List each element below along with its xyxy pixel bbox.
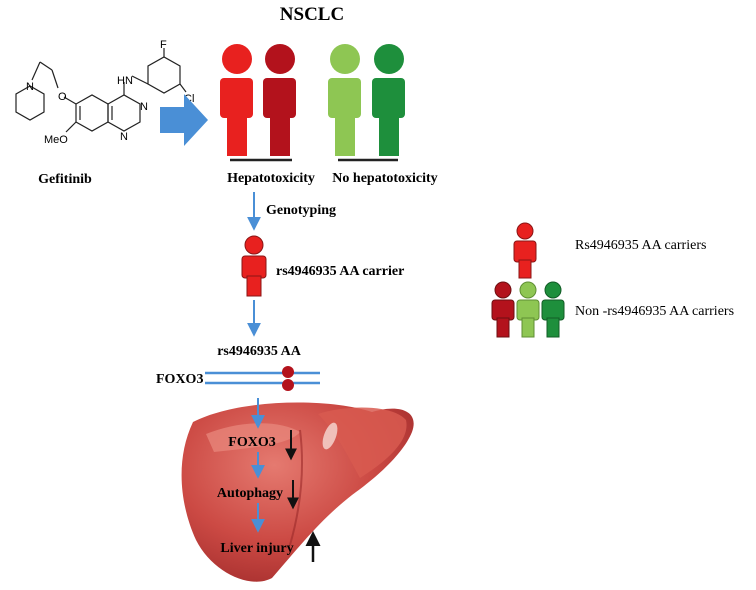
gene-label: FOXO3	[156, 372, 203, 387]
atom-hn: HN	[117, 75, 133, 87]
genotyping-label: Genotyping	[266, 203, 336, 218]
figure-title: NSCLC	[280, 4, 344, 25]
liver-injury-label: Liver injury	[220, 541, 293, 556]
legend-non-carriers-label: Non -rs4946935 AA carriers	[575, 304, 734, 319]
legend-carrier-icon	[513, 222, 537, 279]
hepatotoxicity-label: Hepatotoxicity	[227, 171, 315, 186]
carrier-label: rs4946935 AA carrier	[276, 264, 404, 279]
person-no-hepatotoxicity-2	[372, 44, 405, 156]
atom-o: O	[58, 91, 67, 103]
no-hepatotoxicity-label: No hepatotoxicity	[332, 171, 437, 186]
person-carrier	[241, 235, 267, 297]
atom-n-morpholine: N	[26, 81, 34, 93]
drug-label: Gefitinib	[38, 172, 92, 187]
atom-meo: MeO	[44, 134, 68, 146]
snp-allele-top	[282, 366, 294, 378]
autophagy-label: Autophagy	[217, 486, 283, 501]
gefitinib-atom-labels: HN F Cl O N MeO N N	[26, 39, 194, 146]
genotype-label: rs4946935 AA	[217, 344, 302, 359]
atom-n-ring-1: N	[140, 101, 148, 113]
atom-n-ring-2: N	[120, 131, 128, 143]
legend-non-carrier-icon-2	[516, 281, 540, 338]
liver-foxo3-label: FOXO3	[228, 435, 275, 450]
legend-non-carrier-icon-1	[491, 281, 515, 338]
atom-cl: Cl	[184, 93, 194, 105]
legend-non-carrier-icon-3	[541, 281, 565, 338]
person-no-hepatotoxicity-1	[328, 44, 361, 156]
snp-allele-bottom	[282, 379, 294, 391]
person-hepatotoxicity-2	[263, 44, 296, 156]
legend-carriers-label: Rs4946935 AA carriers	[575, 238, 706, 253]
atom-f: F	[160, 39, 167, 51]
person-hepatotoxicity-1	[220, 44, 253, 156]
liver-illustration	[181, 402, 414, 582]
big-arrow-icon	[160, 94, 208, 146]
gefitinib-structure	[15, 48, 187, 133]
